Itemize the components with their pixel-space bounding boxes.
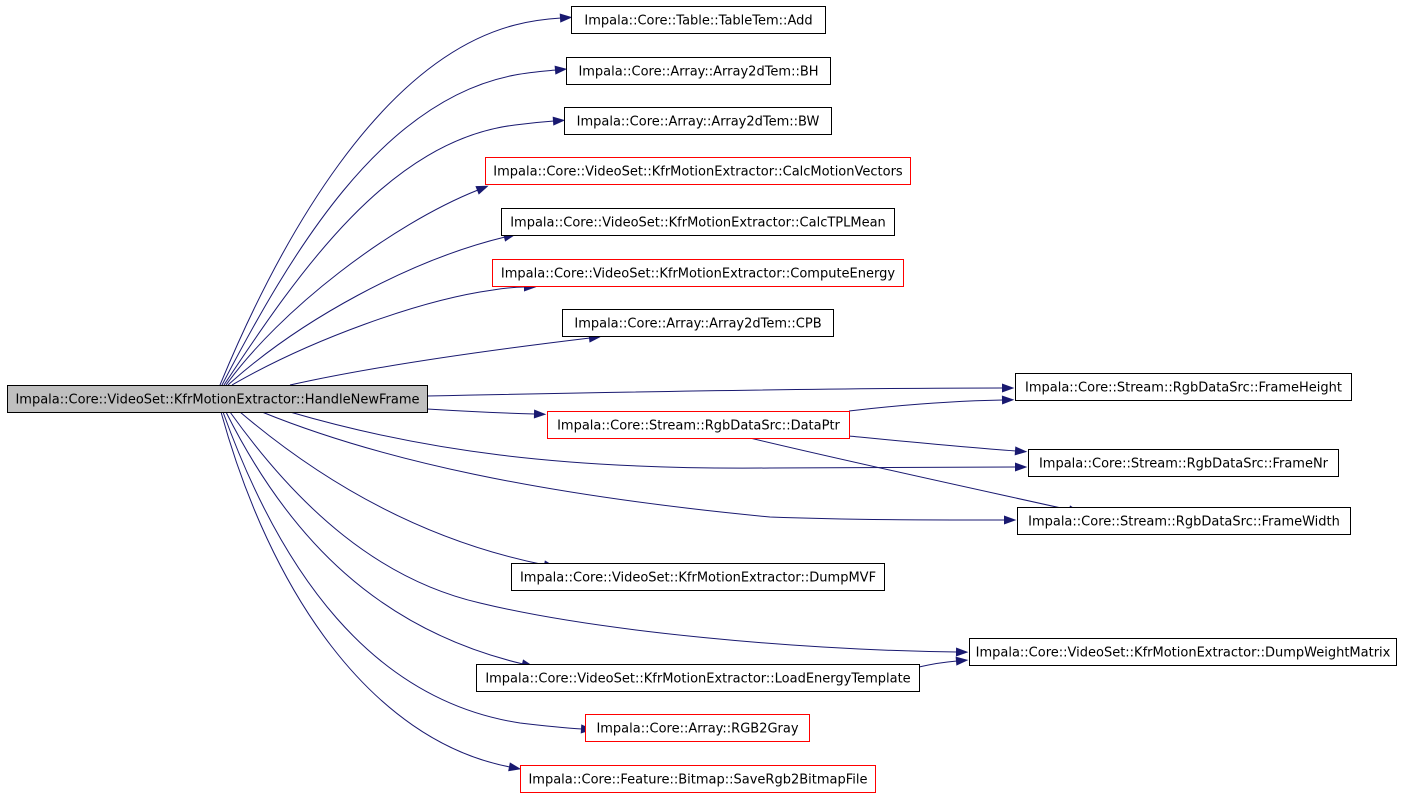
- node-box-energy: [492, 259, 904, 287]
- edge-root-to-rgb2gray: [222, 411, 583, 730]
- arrowhead-root-to-calcmv: [475, 185, 489, 195]
- arrowhead-root-to-saverbf: [508, 762, 522, 772]
- arrowhead-root-to-bh: [554, 65, 568, 75]
- arrowhead-loadet-to-dumpwm: [955, 656, 969, 666]
- edge-root-to-dumpmvf: [239, 411, 546, 566]
- arrowhead-root-to-fheight: [1002, 383, 1015, 393]
- node-rgb2gray[interactable]: Impala::Core::Array::RGB2Gray: [585, 714, 810, 742]
- arrowhead-root-to-dumpwm: [955, 647, 969, 657]
- node-label-fwidth: Impala::Core::Stream::RgbDataSrc::FrameW…: [1028, 515, 1340, 530]
- edge-root-to-fnr: [289, 411, 1017, 469]
- node-box-bw: [564, 107, 832, 135]
- node-box-rgb2gray: [585, 714, 810, 742]
- node-dumpwm[interactable]: Impala::Core::VideoSet::KfrMotionExtract…: [969, 638, 1397, 666]
- edge-root-to-saverbf: [220, 411, 511, 768]
- node-label-loadet: Impala::Core::VideoSet::KfrMotionExtract…: [485, 672, 910, 687]
- edge-root-to-dataptr: [426, 408, 536, 415]
- edge-dataptr-to-fwidth: [749, 437, 1071, 511]
- node-label-saverbf: Impala::Core::Feature::Bitmap::SaveRgb2B…: [528, 773, 867, 788]
- node-label-root: Impala::Core::VideoSet::KfrMotionExtract…: [15, 393, 419, 408]
- edge-root-to-cpb: [289, 337, 591, 386]
- node-label-add: Impala::Core::Table::TableTem::Add: [584, 14, 812, 29]
- node-box-dataptr: [547, 411, 850, 439]
- edge-root-to-loadet: [225, 411, 524, 665]
- node-label-energy: Impala::Core::VideoSet::KfrMotionExtract…: [501, 267, 895, 282]
- arrowhead-root-to-fnr: [1015, 462, 1028, 472]
- node-box-dumpwm: [969, 638, 1397, 666]
- node-dumpmvf[interactable]: Impala::Core::VideoSet::KfrMotionExtract…: [511, 563, 885, 591]
- edge-root-to-dumpwm: [229, 411, 958, 653]
- edge-root-to-add: [219, 17, 562, 386]
- node-root: Impala::Core::VideoSet::KfrMotionExtract…: [7, 385, 428, 413]
- node-cpb[interactable]: Impala::Core::Array::Array2dTem::CPB: [562, 309, 834, 337]
- nodes-layer: Impala::Core::VideoSet::KfrMotionExtract…: [7, 6, 1397, 793]
- edge-dataptr-to-fheight: [848, 399, 1004, 412]
- node-box-loadet: [476, 664, 920, 692]
- node-fwidth[interactable]: Impala::Core::Stream::RgbDataSrc::FrameW…: [1017, 507, 1351, 535]
- edge-root-to-calctpl: [227, 236, 506, 386]
- node-label-calctpl: Impala::Core::VideoSet::KfrMotionExtract…: [510, 216, 886, 231]
- edge-root-to-calcmv: [225, 189, 479, 386]
- node-bh[interactable]: Impala::Core::Array::Array2dTem::BH: [566, 57, 831, 85]
- arrowhead-root-to-bw: [552, 116, 566, 126]
- node-calcmv[interactable]: Impala::Core::VideoSet::KfrMotionExtract…: [485, 157, 911, 185]
- node-box-root: [7, 385, 428, 413]
- edge-root-to-bh: [221, 69, 557, 386]
- node-calctpl[interactable]: Impala::Core::VideoSet::KfrMotionExtract…: [501, 208, 895, 236]
- node-box-calctpl: [501, 208, 895, 236]
- node-label-dumpwm: Impala::Core::VideoSet::KfrMotionExtract…: [976, 646, 1391, 661]
- node-label-dumpmvf: Impala::Core::VideoSet::KfrMotionExtract…: [520, 571, 876, 586]
- arrowhead-root-to-dataptr: [533, 409, 547, 419]
- edge-root-to-fwidth: [261, 411, 1006, 521]
- node-box-saverbf: [520, 765, 876, 793]
- node-dataptr[interactable]: Impala::Core::Stream::RgbDataSrc::DataPt…: [547, 411, 850, 439]
- node-bw[interactable]: Impala::Core::Array::Array2dTem::BW: [564, 107, 832, 135]
- node-fheight[interactable]: Impala::Core::Stream::RgbDataSrc::FrameH…: [1015, 373, 1352, 401]
- edges-layer: [219, 13, 1082, 772]
- edge-root-to-bw: [223, 120, 555, 386]
- node-box-bh: [566, 57, 831, 85]
- node-label-calcmv: Impala::Core::VideoSet::KfrMotionExtract…: [493, 165, 903, 180]
- node-box-dumpmvf: [511, 563, 885, 591]
- edge-loadet-to-dumpwm: [918, 660, 958, 668]
- node-label-fnr: Impala::Core::Stream::RgbDataSrc::FrameN…: [1039, 457, 1329, 472]
- node-label-fheight: Impala::Core::Stream::RgbDataSrc::FrameH…: [1025, 381, 1342, 396]
- node-add[interactable]: Impala::Core::Table::TableTem::Add: [571, 6, 826, 34]
- node-box-fwidth: [1017, 507, 1351, 535]
- arrowhead-root-to-fwidth: [1004, 515, 1017, 525]
- node-box-calcmv: [485, 157, 911, 185]
- node-label-cpb: Impala::Core::Array::Array2dTem::CPB: [574, 317, 821, 332]
- arrowhead-dataptr-to-fnr: [1014, 446, 1028, 456]
- edge-root-to-energy: [231, 286, 526, 386]
- node-box-fnr: [1028, 449, 1339, 477]
- node-label-dataptr: Impala::Core::Stream::RgbDataSrc::DataPt…: [557, 419, 840, 434]
- node-box-fheight: [1015, 373, 1352, 401]
- node-loadet[interactable]: Impala::Core::VideoSet::KfrMotionExtract…: [476, 664, 920, 692]
- arrowhead-dataptr-to-fheight: [1001, 395, 1015, 405]
- edge-root-to-fheight: [426, 387, 1004, 397]
- edge-dataptr-to-fnr: [848, 435, 1017, 452]
- node-fnr[interactable]: Impala::Core::Stream::RgbDataSrc::FrameN…: [1028, 449, 1339, 477]
- arrowhead-root-to-add: [559, 13, 573, 23]
- node-saverbf[interactable]: Impala::Core::Feature::Bitmap::SaveRgb2B…: [520, 765, 876, 793]
- node-box-add: [571, 6, 826, 34]
- node-label-rgb2gray: Impala::Core::Array::RGB2Gray: [596, 722, 798, 737]
- node-label-bw: Impala::Core::Array::Array2dTem::BW: [577, 115, 820, 130]
- node-energy[interactable]: Impala::Core::VideoSet::KfrMotionExtract…: [492, 259, 904, 287]
- node-label-bh: Impala::Core::Array::Array2dTem::BH: [578, 65, 818, 80]
- node-box-cpb: [562, 309, 834, 337]
